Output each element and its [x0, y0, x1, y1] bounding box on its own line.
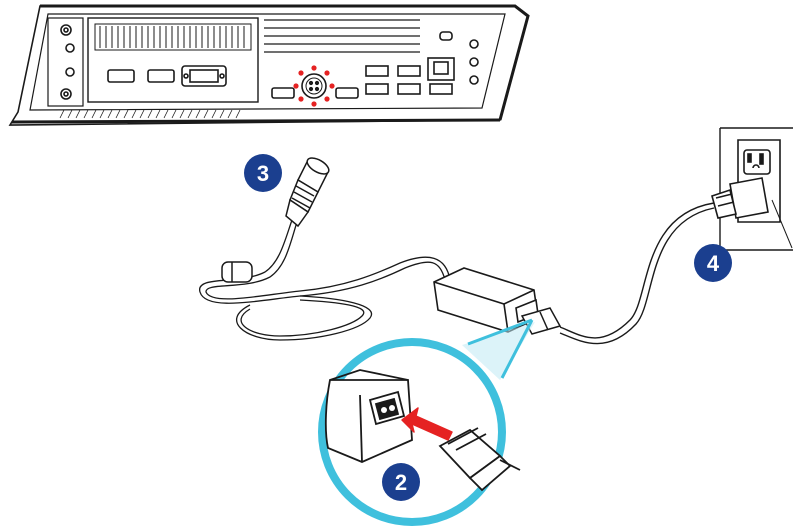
- mid-vent: [264, 19, 420, 53]
- insert-arrow: [401, 407, 453, 441]
- gpu-vent: [99, 26, 245, 48]
- step-badge-2: 2: [382, 463, 420, 501]
- dc-plug: [285, 157, 330, 228]
- step-number-2: 2: [395, 470, 407, 495]
- plug-closeup: [438, 427, 521, 492]
- ac-plug: [711, 177, 769, 219]
- bottom-vent: [59, 109, 241, 119]
- adapter-closeup: [324, 369, 413, 463]
- pc-rear-panel: [8, 4, 530, 126]
- ferrite-bead: [221, 261, 253, 283]
- step-badge-4: 4: [694, 244, 732, 282]
- dc-port-highlight: [293, 65, 335, 107]
- step-number-4: 4: [707, 251, 720, 276]
- ac-cord: [559, 202, 715, 345]
- step-badge-3: 3: [244, 154, 282, 192]
- dc-cord: [199, 219, 451, 341]
- step-number-3: 3: [257, 161, 269, 186]
